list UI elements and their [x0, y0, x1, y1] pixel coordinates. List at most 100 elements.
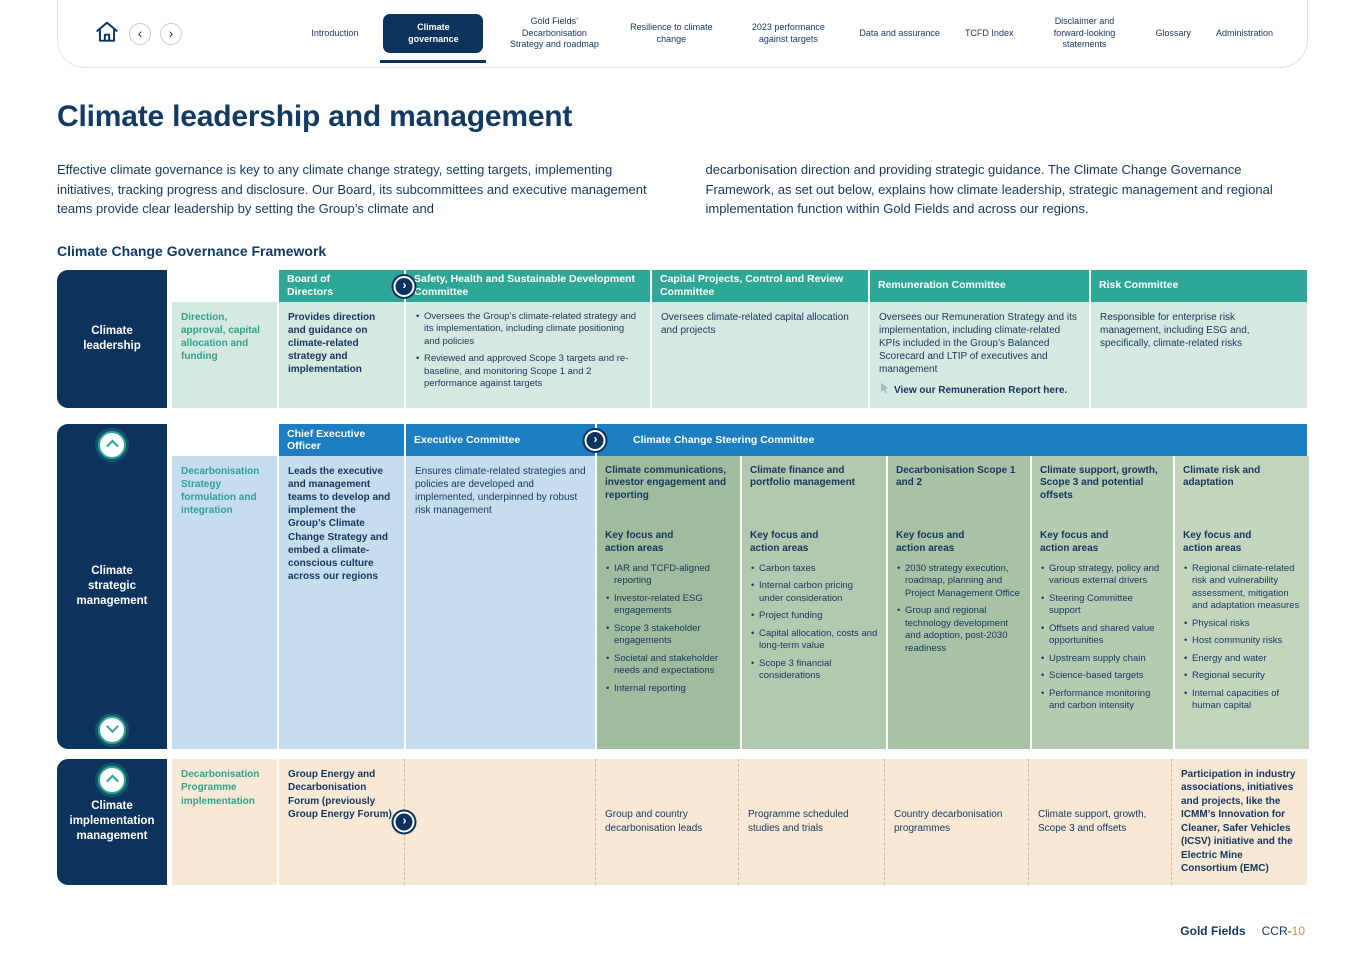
bullet-item: Upstream supply chain: [1040, 653, 1165, 666]
key-focus-label: Key focus and action areas: [750, 529, 819, 554]
header-text: Remuneration Committee: [878, 279, 1006, 292]
steering-col-bullets: Regional climate-related risk and vulner…: [1183, 563, 1301, 713]
bullet-item: Science-based targets: [1040, 670, 1165, 683]
main-content: Climate leadership and management Effect…: [0, 100, 1365, 885]
header-text: Executive Committee: [414, 433, 521, 446]
remuneration-committee-header: Remuneration Committee: [870, 269, 1089, 302]
bullet-item: Regional security: [1183, 670, 1301, 683]
capital-projects-body: Oversees climate-related capital allocat…: [652, 301, 868, 408]
capital-projects-column: Capital Projects, Control and Review Com…: [650, 269, 868, 408]
steering-col-bullets: Group strategy, policy and various exter…: [1040, 563, 1165, 713]
safety-committee-bullets: Oversees the Group’s climate-related str…: [415, 311, 641, 391]
board-of-directors-header: Board of Directors: [279, 269, 404, 302]
nav-item-glossary[interactable]: Glossary: [1155, 27, 1191, 38]
intro-paragraph-right: decarbonisation direction and providing …: [705, 162, 1273, 216]
chevron-right-icon: ›: [402, 813, 407, 828]
risk-committee-header: Risk Committee: [1091, 269, 1307, 302]
flow-up-icon: [98, 430, 126, 459]
cell-text: Country decarbonisation programmes: [894, 809, 1003, 834]
cursor-icon: [879, 382, 890, 398]
home-button[interactable]: [94, 19, 120, 48]
forum-expand-button[interactable]: ›: [393, 811, 415, 833]
steering-col-communications: Climate communications, investor engagem…: [597, 455, 740, 749]
cell-text: Group and country decarbonisation leads: [605, 809, 703, 834]
bullet-item: Internal carbon pricing under considerat…: [750, 580, 878, 605]
cell-text: Climate support, growth, Scope 3 and off…: [1038, 809, 1147, 834]
steering-col-title: Climate finance and portfolio management: [750, 464, 856, 489]
safety-committee-column: Safety, Health and Sustainable Developme…: [404, 269, 650, 408]
remuneration-committee-body: Oversees our Remuneration Strategy and i…: [870, 301, 1089, 408]
header-text: Board of Directors: [287, 273, 334, 298]
nav-item-decarbonisation-strategy[interactable]: Gold Fields’ Decarbonisation Strategy an…: [509, 15, 599, 50]
implementation-function-cell: Decarbonisation Programme implementation: [172, 758, 277, 885]
key-focus-label: Key focus and action areas: [605, 529, 674, 554]
chevron-right-icon: ›: [402, 278, 407, 292]
board-expand-button[interactable]: ›: [393, 275, 415, 297]
flow-up-icon: [98, 765, 126, 794]
capital-projects-header: Capital Projects, Control and Review Com…: [652, 269, 868, 302]
brand-name: Gold Fields: [1180, 924, 1246, 938]
steering-col-bullets: Carbon taxesInternal carbon pricing unde…: [750, 563, 878, 683]
bullet-item: Performance monitoring and carbon intens…: [1040, 688, 1165, 713]
steering-expand-button[interactable]: ›: [584, 429, 606, 451]
implementation-empty-cell: [404, 758, 595, 885]
implementation-cell-studies: Programme scheduled studies and trials: [738, 758, 884, 885]
bullet-item: Offsets and shared value opportunities: [1040, 623, 1165, 648]
nav-item-2023-performance[interactable]: 2023 performance against targets: [751, 21, 825, 44]
safety-committee-header: Safety, Health and Sustainable Developme…: [406, 269, 650, 302]
ceo-column: Chief Executive Officer Leads the execut…: [277, 423, 404, 749]
implementation-cell-offsets: Climate support, growth, Scope 3 and off…: [1028, 758, 1171, 885]
nav-item-data-assurance[interactable]: Data and assurance: [859, 27, 940, 38]
steering-col-title: Decarbonisation Scope 1 and 2: [896, 464, 1016, 489]
row-label-climate-strategic: Climate strategic management: [57, 423, 167, 749]
bullet-item: Group strategy, policy and various exter…: [1040, 563, 1165, 588]
strategic-function-text: Decarbonisation Strategy formulation and…: [172, 455, 277, 749]
remuneration-body-text: Oversees our Remuneration Strategy and i…: [879, 311, 1077, 376]
bullet-item: Project funding: [750, 610, 878, 623]
nav-item-climate-governance[interactable]: Climate governance: [380, 13, 487, 64]
implementation-function-text: Decarbonisation Programme implementation: [181, 768, 260, 807]
bullet-item: 2030 strategy execution, roadmap, planni…: [896, 563, 1022, 601]
framework-row-leadership: Climate leadership Direction, approval, …: [57, 269, 1307, 408]
cell-text: Participation in industry associations, …: [1181, 768, 1296, 875]
nav-item-disclaimer[interactable]: Disclaimer and forward-looking statement…: [1053, 15, 1116, 50]
cell-text: Programme scheduled studies and trials: [748, 809, 849, 834]
steering-col-decarbonisation: Decarbonisation Scope 1 and 2 Key focus …: [886, 455, 1030, 749]
remuneration-report-link[interactable]: View our Remuneration Report here.: [879, 382, 1080, 398]
row-label-climate-implementation: Climate implementation management: [57, 758, 167, 885]
bullet-item: Physical risks: [1183, 618, 1301, 631]
top-navigation: ‹ › Introduction Climate governance Gold…: [57, 0, 1308, 68]
bullet-item: Internal reporting: [605, 683, 732, 696]
framework-row-implementation: Climate implementation management Decarb…: [57, 758, 1307, 885]
ceo-body: Leads the executive and management teams…: [279, 455, 404, 749]
bullet-item: Societal and stakeholder needs and expec…: [605, 653, 732, 678]
strategic-function-column: Decarbonisation Strategy formulation and…: [172, 424, 277, 749]
steering-col-bullets: IAR and TCFD-aligned reportingInvestor-r…: [605, 563, 732, 696]
page-ref-prefix: CCR-: [1261, 924, 1292, 938]
flow-down-icon: [98, 715, 126, 744]
steering-col-title: Climate support, growth, Scope 3 and pot…: [1040, 464, 1158, 502]
executive-committee-header: Executive Committee: [406, 423, 595, 456]
energy-forum-text: Group Energy and Decarbonisation Forum (…: [288, 768, 392, 821]
row-label-text: Climate implementation management: [69, 800, 155, 843]
framework-row-strategic: Climate strategic management Decarbonisa…: [57, 423, 1309, 749]
nav-item-administration[interactable]: Administration: [1215, 27, 1273, 38]
nav-item-introduction[interactable]: Introduction: [311, 27, 359, 38]
intro-paragraph-left: Effective climate governance is key to a…: [57, 162, 647, 216]
steering-col-title: Climate communications, investor engagem…: [605, 464, 727, 502]
board-of-directors-column: Board of Directors Provides direction an…: [277, 269, 404, 408]
governance-framework: Climate leadership Direction, approval, …: [57, 269, 1309, 885]
bullet-item: Steering Committee support: [1040, 593, 1165, 618]
link-text: View our Remuneration Report here.: [894, 385, 1068, 397]
forward-button[interactable]: ›: [160, 22, 182, 45]
executive-committee-body: Ensures climate-related strategies and p…: [406, 455, 595, 749]
nav-menu: Introduction Climate governance Gold Fie…: [311, 13, 1273, 64]
key-focus-label: Key focus and action areas: [896, 529, 965, 554]
executive-committee-column: Executive Committee Ensures climate-rela…: [404, 423, 595, 749]
back-button[interactable]: ‹: [129, 22, 151, 45]
nav-item-tcfd-index[interactable]: TCFD Index: [964, 27, 1014, 38]
steering-col-bullets: 2030 strategy execution, roadmap, planni…: [896, 563, 1022, 656]
bullet-item: Oversees the Group’s climate-related str…: [415, 311, 641, 349]
nav-item-resilience[interactable]: Resilience to climate change: [630, 21, 713, 44]
leadership-function-text: Direction, approval, capital allocation …: [172, 301, 277, 408]
